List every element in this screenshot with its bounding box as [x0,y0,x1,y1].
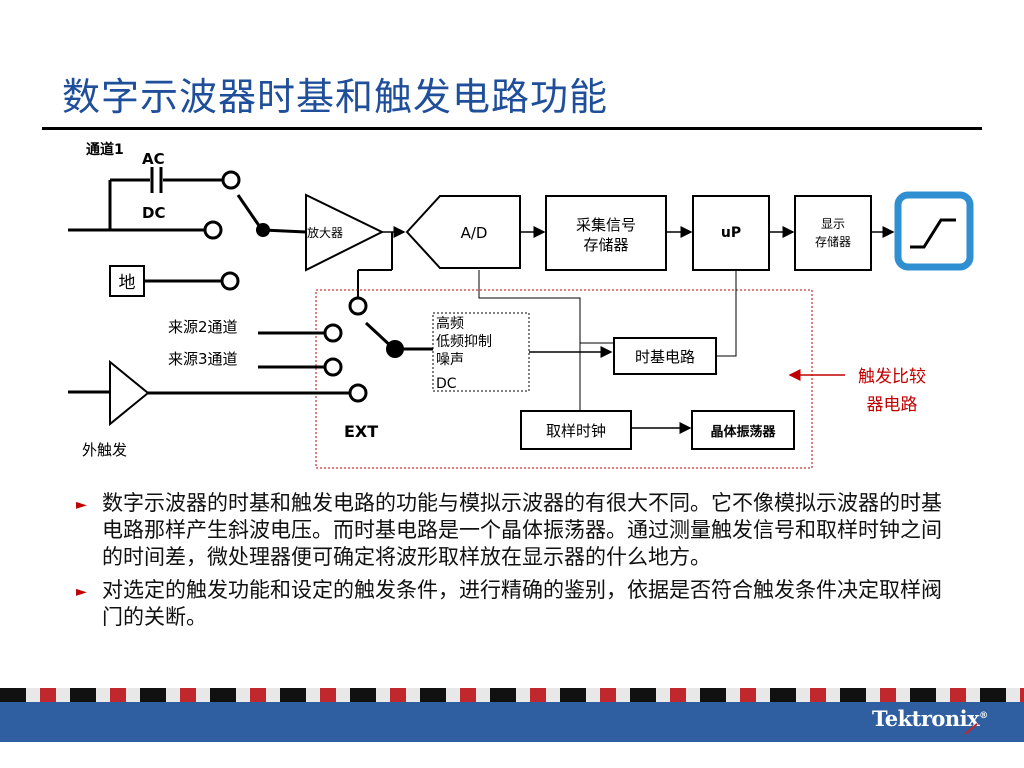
source2-label: 来源2通道 [168,318,238,336]
filter-label-line2: 低频抑制 [436,334,492,350]
logo-registered-mark: ® [979,711,988,721]
ground-contact [220,271,240,291]
acq-memory-box [545,195,667,271]
bullet-arrow-icon: ► [76,497,87,513]
ext-label: EXT [344,422,378,441]
ground-label: 地 [119,273,136,293]
filter-label-line1: 高频 [436,315,464,332]
page-title: 数字示波器时基和触发电路功能 [62,75,609,119]
source3-contact [323,357,343,377]
bullet-item: ► 数字示波器的时基和触发电路的功能与模拟示波器的有很大不同。它不像模拟示波器的… [76,490,956,571]
channel1-trigger-contact [348,296,368,316]
dc-contact [203,220,223,240]
acq-memory-label-line2: 存储器 [583,236,628,254]
sample-clock-box [520,410,632,450]
footer-stripe [0,688,1024,702]
timebase-box [613,337,717,375]
acq-memory-label-line1: 采集信号 [576,216,636,234]
channel1-label: 通道1 [86,141,124,158]
timebase-trigger-diagram: 通道1 AC DC 地 放大器 A/D 采集信号 存储器 uP 显示 存储器 来… [68,141,974,469]
bullet-text: 数字示波器的时基和触发电路的功能与模拟示波器的有很大不同。它不像模拟示波器的时基… [102,491,942,569]
timebase-to-ad-wire [478,270,614,344]
sample-clock-label: 取样时钟 [546,422,606,440]
bullet-text: 对选定的触发功能和设定的触发条件，进行精确的鉴别，依据是否符合触发条件决定取样阀… [102,578,942,629]
amplifier-triangle [305,193,385,272]
microprocessor-box [692,195,770,271]
display-memory-label-line1: 显示 [821,217,845,231]
timebase-to-up-wire [716,270,737,357]
source2-contact [323,323,343,343]
crystal-oscillator-label: 晶体振荡器 [710,424,776,440]
trigger-comparator-label-line2: 器电路 [867,395,918,415]
tektronix-logo: Tektronix® [872,706,988,731]
title-divider [42,127,982,130]
filter-label-line4: DC [436,376,457,392]
source3-label: 来源3通道 [168,350,238,368]
trigger-comparator-region [315,289,813,469]
trigger-comparator-label-line1: 触发比较 [858,367,926,387]
display-memory-box [794,195,872,271]
crystal-oscillator-box [691,410,795,450]
ac-label: AC [142,150,165,168]
ac-contact [221,170,241,190]
coupling-switch-arm [236,194,264,231]
footer-bar [0,702,1024,742]
ext-contact [348,383,368,403]
external-trigger-label: 外触发 [82,441,127,459]
logo-text: Tektronix [872,706,980,731]
switch-to-amp-wire [262,228,307,234]
microprocessor-label: uP [721,225,741,241]
ext-buffer-triangle [109,359,150,427]
timebase-label: 时基电路 [635,348,695,366]
bullet-list: ► 数字示波器的时基和触发电路的功能与模拟示波器的有很大不同。它不像模拟示波器的… [76,490,956,637]
dc-label: DC [142,204,165,222]
footer-bottom [0,742,1024,768]
trigger-filter-box [432,312,530,392]
bullet-arrow-icon: ► [76,584,87,600]
waveform-step-icon [910,218,956,249]
display-memory-label-line2: 存储器 [815,234,851,249]
ad-label: A/D [461,224,488,242]
filter-label-line3: 噪声 [436,352,464,368]
bullet-item: ► 对选定的触发功能和设定的触发条件，进行精确的鉴别，依据是否符合触发条件决定取… [76,577,956,631]
amplifier-label: 放大器 [307,225,343,240]
